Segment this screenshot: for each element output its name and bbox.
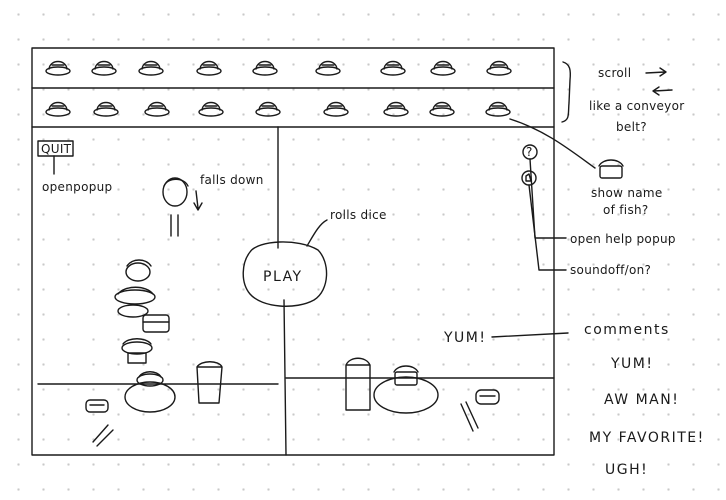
game-frame [31,47,555,456]
scroll-left-arrow-icon [652,86,673,96]
play-button[interactable]: PLAY [242,241,328,307]
sushi-item-icon[interactable] [144,101,170,117]
sushi-conveyor-row-top[interactable] [45,60,512,76]
sushi-item-icon[interactable] [380,60,406,76]
falls-down-note: falls down [200,173,264,187]
sushi-item-icon[interactable] [430,60,456,76]
comment-item: AW MAN! [604,392,679,408]
sushi-item-icon[interactable] [198,101,224,117]
in-game-comment: YUM! [443,330,487,346]
sushi-item-icon[interactable] [315,60,341,76]
chopsticks-right-icon [460,401,479,432]
sushi-item-icon[interactable] [323,101,349,117]
quit-button[interactable]: QUIT [37,140,74,157]
comment-item: UGH! [605,462,648,478]
help-button[interactable]: ? [522,144,538,160]
conveyor-note-bracket [561,61,572,123]
plate-left [124,381,176,413]
sushi-item-icon[interactable] [383,101,409,117]
falls-down-arrow-icon [193,190,203,211]
soy-dish-left-icon [85,399,109,413]
scroll-note: scroll [598,66,631,80]
play-label: PLAY [263,269,303,285]
sushi-item-icon[interactable] [252,60,278,76]
open-popup-note: openpopup [42,180,112,194]
sushi-item-icon[interactable] [138,60,164,76]
sushi-stack-left [114,259,170,387]
sushi-conveyor-row-bottom[interactable] [45,101,511,117]
rolls-dice-note: rolls dice [330,208,387,222]
sushi-item-icon[interactable] [45,101,71,117]
sushi-item-icon[interactable] [93,101,119,117]
comments-list: YUM! AW MAN! MY FAVORITE! UGH! [589,356,705,478]
conveyor-note-line1: like a conveyor [589,99,684,113]
help-icon: ? [526,145,533,159]
speaker-icon [525,173,532,182]
plate-right [373,376,439,414]
help-note-connector [529,158,567,239]
fish-name-note-line2: of fish? [603,203,649,217]
sushi-item-icon[interactable] [91,60,117,76]
comment-item: YUM! [610,356,654,372]
sushi-item-icon[interactable] [45,60,71,76]
sushi-item-icon[interactable] [255,101,281,117]
sushi-item-icon[interactable] [486,60,512,76]
comments-title: comments [584,322,670,338]
open-help-note: open help popup [570,232,676,246]
sushi-item-icon[interactable] [429,101,455,117]
play-note-connector [306,219,328,247]
soy-dish-right-icon [475,389,500,405]
sound-note-connector [528,184,567,271]
sushi-preview-icon [598,159,624,179]
drink-cup-left [196,361,223,404]
drink-cup-right [345,357,371,411]
scroll-right-arrow-icon [645,67,667,77]
falling-sushi-icon [162,177,189,237]
fish-name-note-line1: show name [591,186,663,200]
sushi-item-icon[interactable] [196,60,222,76]
sound-note: soundoff/on? [570,263,651,277]
conveyor-note-line2: belt? [616,120,647,134]
quit-label: QUIT [41,142,72,156]
sound-toggle-button[interactable] [521,170,537,186]
comment-item: MY FAVORITE! [589,430,705,446]
fish-name-connector [509,118,596,169]
comment-connector [491,332,569,338]
chopsticks-left-icon [92,424,114,447]
sushi-item-icon[interactable] [485,101,511,117]
sushi-on-plate-right-icon [393,365,419,386]
